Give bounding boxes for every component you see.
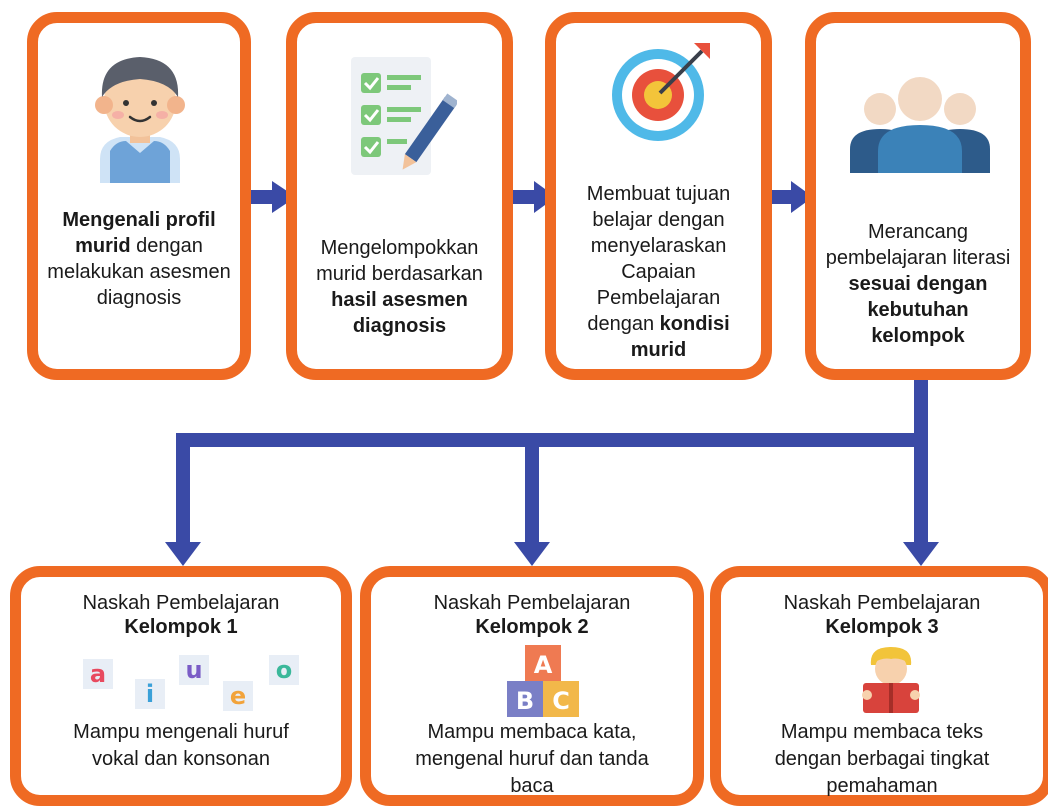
letter-i: i <box>146 680 154 708</box>
letter-e: e <box>230 682 246 710</box>
arrow-to-group3 <box>903 440 939 566</box>
connector-down-main <box>914 378 928 440</box>
group-2-name: Kelompok 2 <box>475 616 589 638</box>
connector-horizontal <box>176 433 928 447</box>
abc-blocks-icon: A B C <box>503 641 583 721</box>
group-1-desc: Mampu mengenali huruf vokal dan konsonan <box>73 721 289 770</box>
step-1-text: Mengenali profil murid dengan melakukan … <box>47 209 231 309</box>
block-letter-a: A <box>534 651 553 679</box>
step-box-3: Membuat tujuan belajar dengan menyelaras… <box>545 12 772 380</box>
target-icon <box>612 43 710 141</box>
step-2-text: Mengelompokkan murid berdasarkan hasil a… <box>316 237 483 337</box>
arrow-step3-to-step4 <box>767 181 813 213</box>
block-letter-c: C <box>552 687 570 715</box>
group-2-title: Naskah Pembelajaran <box>433 592 631 614</box>
step-box-2: Mengelompokkan murid berdasarkan hasil a… <box>286 12 513 380</box>
group-3-desc: Mampu membaca teks dengan berbagai tingk… <box>774 721 990 797</box>
group-box-2: Naskah Pembelajaran Kelompok 2 A B C Mam… <box>360 566 704 806</box>
letter-a: a <box>90 660 106 688</box>
group-1-title: Naskah Pembelajaran <box>82 592 280 614</box>
group-2-desc: Mampu membaca kata, mengenal huruf dan t… <box>415 721 649 797</box>
arrow-to-group1 <box>165 440 201 566</box>
step-box-1: Mengenali profil murid dengan melakukan … <box>27 12 251 380</box>
student-avatar-icon <box>95 57 185 183</box>
group-3-name: Kelompok 3 <box>825 616 939 638</box>
group-box-3: Naskah Pembelajaran Kelompok 3 Mampu mem… <box>710 566 1048 806</box>
arrow-step1-to-step2 <box>244 181 296 213</box>
block-letter-b: B <box>516 687 534 715</box>
vowel-letters-icon: a i u e o <box>79 649 309 713</box>
step-4-text: Merancang pembelajaran literasi sesuai d… <box>825 221 1011 347</box>
letter-u: u <box>185 656 202 684</box>
child-reading-icon <box>862 647 920 713</box>
step-box-4: Merancang pembelajaran literasi sesuai d… <box>805 12 1031 380</box>
step-3-text: Membuat tujuan belajar dengan menyelaras… <box>586 183 731 361</box>
group-box-1: Naskah Pembelajaran Kelompok 1 a i u e o… <box>10 566 352 806</box>
letter-o: o <box>276 656 293 684</box>
arrow-to-group2 <box>514 440 550 566</box>
group-3-title: Naskah Pembelajaran <box>783 592 981 614</box>
checklist-icon <box>351 57 457 175</box>
group-people-icon <box>850 77 990 173</box>
group-1-name: Kelompok 1 <box>124 616 238 638</box>
